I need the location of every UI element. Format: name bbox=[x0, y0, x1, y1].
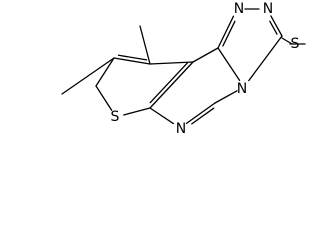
bond-line bbox=[248, 35, 283, 82]
atom-label-n-pyrimidine: N bbox=[176, 121, 186, 137]
bond-line bbox=[217, 47, 241, 81]
bond-line bbox=[270, 15, 283, 37]
bond-lines bbox=[61, 8, 306, 125]
bond-line bbox=[117, 54, 148, 61]
bond-line bbox=[95, 85, 113, 111]
bond-line bbox=[149, 61, 194, 65]
bond-line bbox=[113, 57, 151, 65]
bond-line bbox=[123, 107, 151, 116]
bond-line bbox=[217, 15, 235, 49]
bond-line bbox=[192, 47, 219, 63]
molecule-structure: N N N N S S bbox=[61, 1, 306, 137]
bond-line bbox=[222, 20, 236, 47]
bond-line bbox=[139, 25, 151, 65]
bond-line bbox=[281, 37, 293, 45]
bond-line bbox=[149, 61, 189, 104]
bond-line bbox=[149, 61, 194, 109]
atom-label-s-ethylthio: S bbox=[291, 36, 300, 52]
atom-label-s-thiophene: S bbox=[111, 109, 120, 125]
atom-label-n-bridgehead: N bbox=[237, 81, 247, 97]
bond-line bbox=[95, 57, 115, 87]
bond-line bbox=[149, 107, 174, 125]
bond-line bbox=[191, 107, 215, 125]
bond-line bbox=[269, 20, 278, 35]
atom-label-n-top-right: N bbox=[263, 1, 273, 17]
bond-line bbox=[214, 90, 238, 104]
atom-label-n-top-left: N bbox=[234, 1, 244, 17]
bond-line bbox=[61, 57, 115, 95]
bond-line bbox=[185, 102, 216, 125]
atom-labels: N N N N S S bbox=[111, 1, 300, 137]
